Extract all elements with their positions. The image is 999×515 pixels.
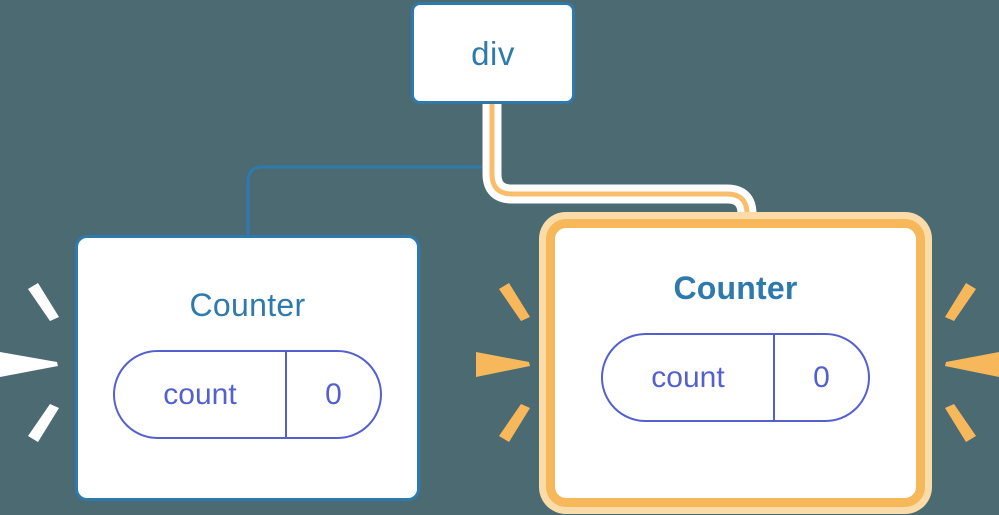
node-counter-left[interactable]: Counter count 0: [75, 235, 420, 501]
burst-rays-right-counter-right: [937, 280, 999, 445]
ray-amber-down: [945, 404, 976, 442]
edge-div-to-counter-left: [246, 102, 495, 237]
ray-amber-down: [499, 404, 530, 442]
state-pill-left[interactable]: count 0: [113, 350, 382, 439]
node-counter-left-title: Counter: [189, 287, 306, 323]
edge-div-to-counter-right: [489, 104, 750, 232]
state-pill-right[interactable]: count 0: [601, 333, 870, 422]
node-counter-right-title: Counter: [673, 270, 798, 306]
edge-div-to-counter-right-halo: [482, 104, 757, 232]
node-counter-right[interactable]: Counter count 0: [546, 219, 925, 507]
state-value-left: 0: [325, 377, 342, 411]
node-div[interactable]: div: [411, 2, 575, 104]
ray-amber-mid: [476, 352, 530, 377]
ray-white-up: [28, 283, 59, 321]
node-div-label: div: [471, 34, 515, 72]
burst-rays-left-counter: [0, 280, 70, 445]
ray-white-mid: [0, 352, 58, 377]
ray-amber-up: [499, 283, 530, 321]
ray-amber-up: [945, 283, 976, 321]
ray-white-down: [28, 404, 59, 442]
state-key-right: count: [603, 335, 775, 420]
state-key-left: count: [115, 352, 287, 437]
burst-rays-right-counter-left: [476, 280, 538, 445]
state-value-right: 0: [813, 360, 830, 394]
ray-amber-mid: [945, 352, 999, 377]
